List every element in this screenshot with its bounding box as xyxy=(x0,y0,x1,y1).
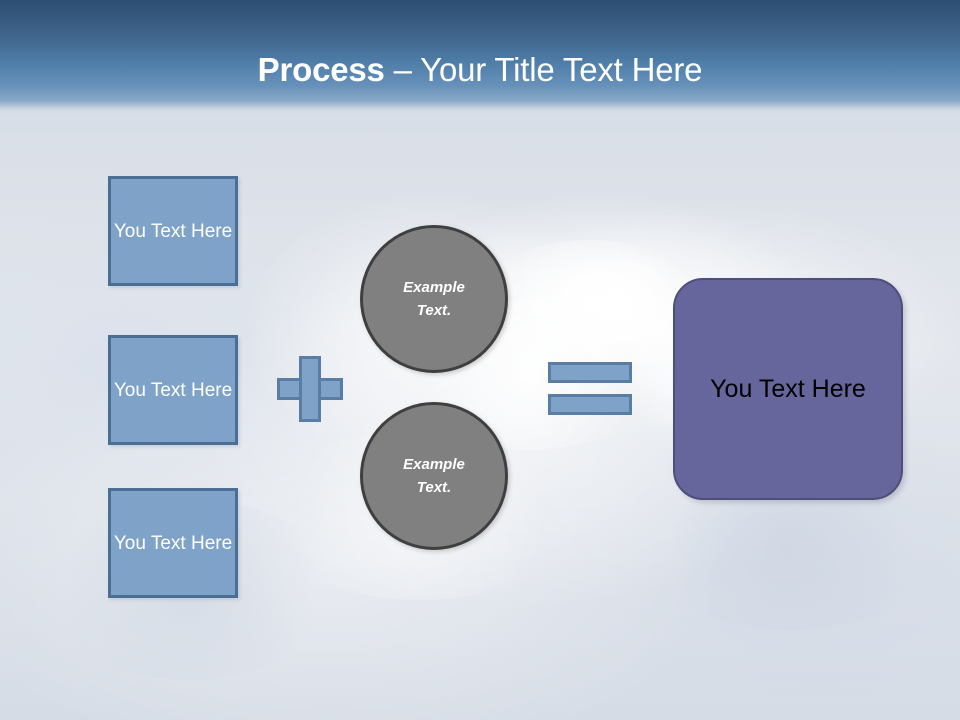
slide-title: Process – Your Title Text Here xyxy=(0,50,960,90)
example-circle-2[interactable]: Example Text. xyxy=(360,402,508,550)
result-box-label: You Text Here xyxy=(710,374,866,403)
plus-icon-center-fill xyxy=(302,381,318,397)
equals-icon-top-bar xyxy=(548,362,632,383)
equals-icon xyxy=(548,360,632,415)
input-box-2[interactable]: You Text Here xyxy=(108,335,238,445)
equals-icon-bottom-bar xyxy=(548,394,632,415)
example-circle-1-line1: Example xyxy=(403,279,465,296)
slide-title-emphasis: Process xyxy=(257,51,385,88)
title-banner xyxy=(0,0,960,112)
input-box-1-label: You Text Here xyxy=(113,220,233,242)
input-box-3-label: You Text Here xyxy=(113,532,233,554)
example-circle-1-line2: Text. xyxy=(416,302,452,319)
plus-icon xyxy=(277,356,343,422)
input-box-1[interactable]: You Text Here xyxy=(108,176,238,286)
slide-title-rest: – Your Title Text Here xyxy=(384,51,703,88)
example-circle-2-line1: Example xyxy=(403,456,465,473)
input-box-3[interactable]: You Text Here xyxy=(108,488,238,598)
result-box[interactable]: You Text Here xyxy=(673,278,903,500)
input-box-2-label: You Text Here xyxy=(113,379,233,401)
example-circle-2-line2: Text. xyxy=(416,479,452,496)
example-circle-1[interactable]: Example Text. xyxy=(360,225,508,373)
